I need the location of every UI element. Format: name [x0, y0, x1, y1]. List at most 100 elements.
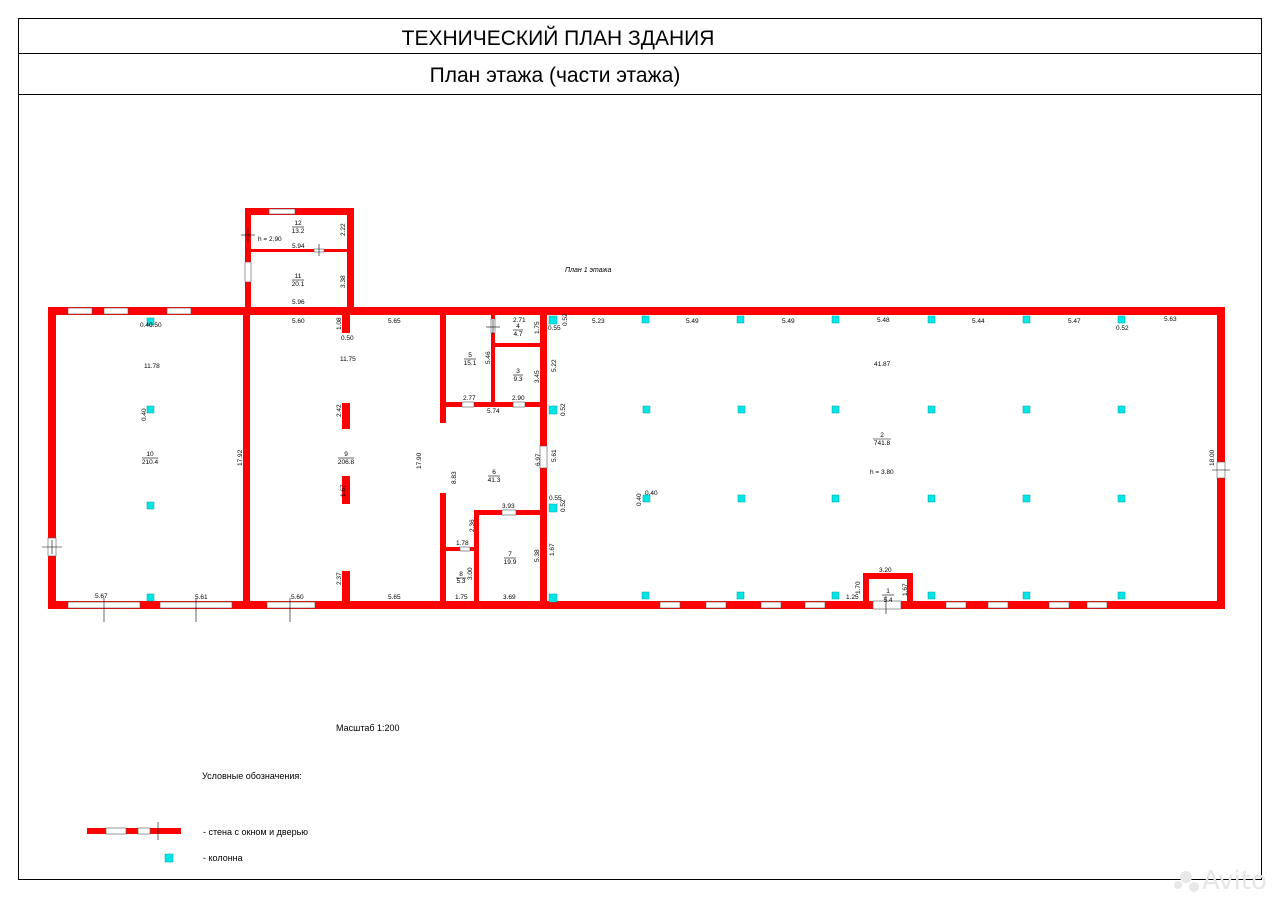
dimension: 1.25: [846, 594, 859, 601]
sheet-frame: [18, 18, 1262, 880]
dimension: 1.67: [902, 583, 909, 596]
dimension: 2.71: [513, 317, 526, 324]
room-num: 12: [294, 220, 302, 227]
dimension: 3.45: [534, 370, 541, 383]
room-area: 13.2: [292, 228, 305, 235]
dimension: 5.96: [292, 299, 305, 306]
dimension: 5.94: [292, 243, 305, 250]
legend-wall-swatch: [87, 828, 181, 834]
legend-column-label: - колонна: [203, 853, 243, 863]
dimension: 2.36: [469, 519, 476, 532]
dimension: 1.75: [534, 321, 541, 334]
room-area: 210.4: [142, 459, 159, 466]
legend-title: Условные обозначения:: [202, 771, 302, 781]
dimension: 5.38: [534, 549, 541, 562]
avito-watermark: Avito: [1174, 866, 1267, 896]
dimension: 1.75: [455, 594, 468, 601]
door-marks: [42, 228, 1230, 622]
dimension: 5.49: [686, 318, 699, 325]
room-num: 11: [295, 273, 302, 280]
room-height: h = 2.90: [258, 236, 282, 243]
dimension: 5.74: [487, 408, 500, 415]
dimension: 2.42: [336, 404, 343, 417]
room-labels: 12 13.2 11 20.1 10 210.4 9 206.8 5 15.1 …: [142, 220, 894, 604]
room-num: 7: [508, 551, 512, 558]
room-area: 5.3: [456, 578, 465, 585]
dimension: 1.78: [456, 540, 469, 547]
walls: [48, 208, 1225, 609]
dimension: 1.67: [549, 543, 556, 556]
room-num: 9: [344, 451, 348, 458]
dimension: 0.40: [140, 322, 153, 329]
dimension: 1.70: [855, 581, 862, 594]
dimension: 0.52: [562, 313, 569, 326]
legend-column-swatch: [164, 853, 174, 863]
room-num: 5: [468, 352, 472, 359]
floor-label: План 1 этажа: [565, 267, 611, 274]
room-num: 2: [880, 432, 884, 439]
dimension: 17.92: [237, 449, 244, 466]
dimension: 0.55: [549, 495, 562, 502]
dimension: 1.67: [340, 484, 347, 497]
dimension: 0.40: [636, 493, 643, 506]
dimension: 5.46: [485, 351, 492, 364]
dimension: 0.40: [141, 408, 148, 421]
room-area: 741.8: [874, 440, 891, 447]
dimension: 0.40: [645, 490, 658, 497]
dimension: 2.90: [512, 395, 525, 402]
room-num: 3: [516, 368, 520, 375]
dimensions: 2.22 5.94 3.38 5.96 5.60 1.08 0.50 5.65 …: [95, 223, 1216, 601]
dimension: 17.90: [416, 452, 423, 469]
room-num: 10: [146, 451, 154, 458]
dimension: 0.50: [341, 335, 354, 342]
room-area: 4.7: [513, 331, 522, 338]
dimension: 5.47: [1068, 318, 1081, 325]
dimension: 2.77: [463, 395, 476, 402]
dimension: 3.00: [467, 567, 474, 580]
columns: [146, 315, 1126, 603]
room-height: h = 3.80: [870, 469, 894, 476]
room-area: 20.1: [292, 281, 305, 288]
dimension: 5.44: [972, 318, 985, 325]
windows-doors: [47, 208, 1226, 610]
dimension: 0.52: [560, 499, 567, 512]
dimension: 6.97: [535, 453, 542, 466]
dimension: 5.61: [195, 594, 208, 601]
dimension: 5.48: [877, 317, 890, 324]
dimension: 5.60: [291, 594, 304, 601]
room-num: 8: [459, 571, 463, 578]
dimension: 8.83: [451, 471, 458, 484]
legend: Условные обозначения: - стена с окном и …: [87, 771, 308, 863]
dimension: 5.22: [551, 359, 558, 372]
page-subtitle: План этажа (части этажа): [430, 64, 681, 87]
dimension: 0.50: [149, 322, 162, 329]
dimension: 5.23: [592, 318, 605, 325]
dimension: 5.67: [95, 593, 108, 600]
scale-label: Масштаб 1:200: [336, 723, 400, 733]
dimension: 5.60: [292, 318, 305, 325]
dimension: 0.55: [548, 325, 561, 332]
dimension: 3.93: [502, 503, 515, 510]
dimension: 3.38: [340, 275, 347, 288]
dimension: 1.08: [336, 317, 343, 330]
dimension: 5.49: [782, 318, 795, 325]
room-num: 1: [886, 588, 890, 595]
dimension: 11.78: [144, 363, 160, 370]
dimension: 5.65: [388, 594, 401, 601]
watermark-text: Avito: [1202, 866, 1267, 896]
dimension: 2.22: [340, 223, 347, 236]
dimension: 3.69: [503, 594, 516, 601]
dimension: 18.00: [1209, 449, 1216, 466]
room-area: 9.3: [513, 376, 522, 383]
room-area: 15.1: [464, 360, 477, 367]
dimension: 0.52: [560, 403, 567, 416]
room-num: 6: [492, 469, 496, 476]
dimension: 11.75: [340, 356, 356, 363]
room-num: 4: [516, 323, 520, 330]
dimension: 0.52: [1116, 325, 1129, 332]
dimension: 5.63: [1164, 316, 1177, 323]
room-area: 19.9: [504, 559, 517, 566]
dimension: 5.61: [551, 449, 558, 462]
dimension: 2.37: [336, 572, 343, 585]
